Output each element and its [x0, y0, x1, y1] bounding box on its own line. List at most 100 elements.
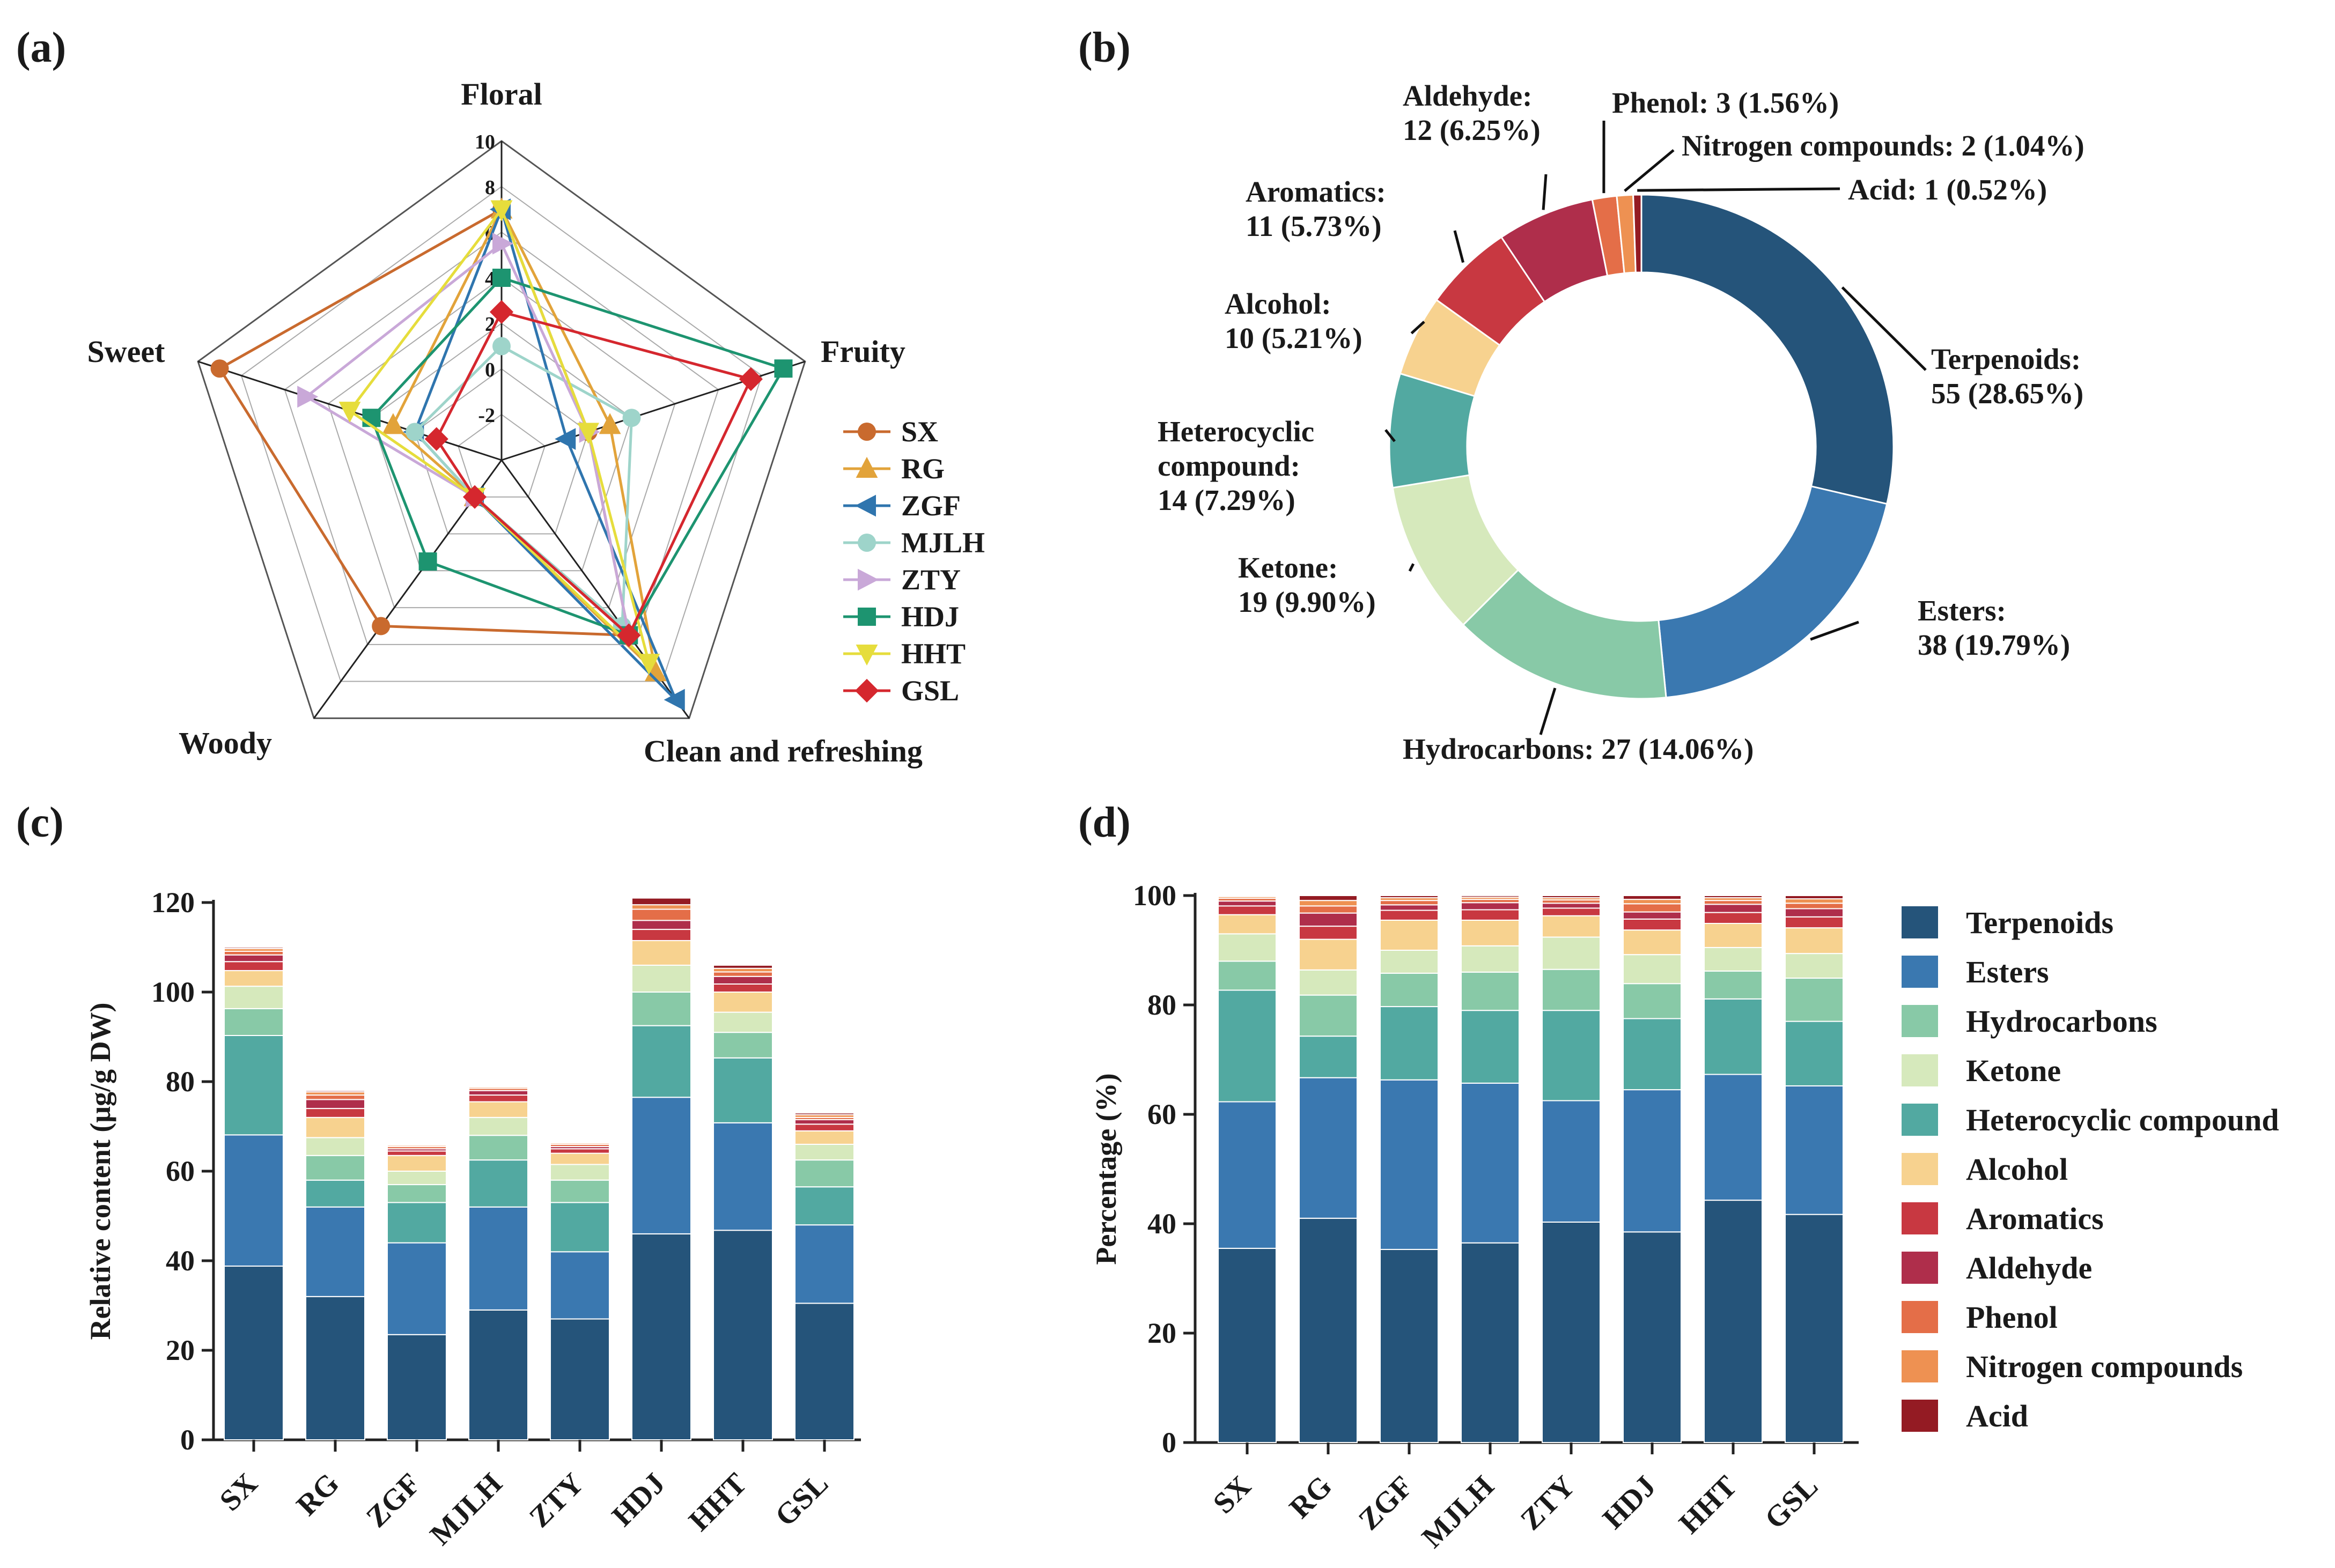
radar-grid-ring	[197, 140, 806, 719]
radar-point-sx	[210, 359, 229, 378]
bar-segment-zgf-alcohol	[387, 1155, 447, 1172]
bar-segment-mjlh-hydrocarbons	[468, 1135, 528, 1161]
radar-tick-label: 8	[485, 176, 495, 199]
donut-value-label-aldehyde: 12 (6.25%)	[1403, 114, 1541, 146]
bar-segment-zgf-terpenoids	[1380, 1248, 1439, 1443]
bar-segment-hht-terpenoids	[713, 1230, 773, 1440]
bar-segment-sx-aldehyde	[224, 954, 284, 963]
radar-series-line-hht	[348, 206, 652, 668]
bar-segment-hdj-heterocyclic-compound	[1623, 1018, 1682, 1091]
bar-segment-rg-aldehyde	[305, 1099, 365, 1110]
x-tick-label-sx: SX	[1207, 1469, 1257, 1520]
bar-segment-zty-acid	[550, 1141, 610, 1144]
radar-point-zgf	[555, 428, 576, 450]
bar-segment-hht-ketone	[713, 1011, 773, 1033]
bar-segment-gsl-aldehyde	[794, 1119, 855, 1125]
legend-swatch-esters	[1902, 956, 1938, 988]
bar-segment-zty-heterocyclic-compound	[550, 1202, 610, 1253]
donut-label-nitrogen-compounds: Nitrogen compounds: 2 (1.04%)	[1682, 129, 2084, 162]
y-tick-label: 40	[1147, 1208, 1176, 1240]
bar-segment-sx-ketone	[224, 986, 284, 1009]
bar-segment-hht-heterocyclic-compound	[1704, 998, 1763, 1075]
bar-segment-hht-aldehyde	[1704, 904, 1763, 913]
radar-point-hht	[638, 654, 660, 675]
bar-segment-mjlh-ketone	[468, 1116, 528, 1136]
radar-point-rg	[644, 660, 667, 682]
radar-grid-ring	[457, 413, 546, 498]
bar-segment-gsl-alcohol	[794, 1130, 855, 1145]
radar-tick-label: 10	[475, 131, 495, 153]
bar-segment-hht-ketone	[1704, 946, 1763, 972]
radar-legend-label-mjlh: MJLH	[901, 527, 985, 559]
bar-segment-zgf-esters	[387, 1242, 447, 1335]
bar-segment-hht-phenol	[1704, 900, 1763, 905]
legend-swatch-phenol	[1902, 1301, 1938, 1333]
x-tick-label-hht: HHT	[682, 1467, 753, 1537]
bar-segment-hht-acid	[1704, 895, 1763, 899]
bar-segment-hdj-acid	[631, 897, 691, 906]
bar-segment-mjlh-aromatics	[468, 1094, 528, 1103]
bar-segment-hht-hydrocarbons	[713, 1032, 773, 1059]
x-tick-label-zty: ZTY	[523, 1467, 590, 1534]
radar-legend-label-sx: SX	[901, 416, 938, 448]
radar-point-zty	[297, 386, 319, 408]
bar-segment-hdj-hydrocarbons	[631, 992, 691, 1026]
donut-slice-acid	[1632, 194, 1642, 273]
radar-axis-label-clean-and-refreshing: Clean and refreshing	[644, 734, 923, 768]
bar-segment-zgf-acid	[387, 1143, 447, 1146]
radar-point-hdj	[418, 552, 437, 571]
bar-segment-zty-alcohol	[1542, 915, 1601, 938]
radar-legend-label-gsl: GSL	[901, 675, 959, 707]
bar-segment-gsl-terpenoids	[1785, 1214, 1844, 1443]
bar-segment-rg-nitrogen-compounds	[1299, 900, 1358, 907]
bar-segment-hdj-ketone	[1623, 954, 1682, 985]
bar-segment-hht-terpenoids	[1704, 1200, 1763, 1443]
donut-leader-line-aromatics	[1453, 230, 1464, 263]
radar-point-hdj	[492, 269, 511, 287]
bar-segment-hdj-ketone	[631, 964, 691, 993]
x-tick-label-mjlh: MJLH	[1416, 1469, 1500, 1554]
radar-axis-label-fruity: Fruity	[821, 334, 905, 369]
bar-segment-hdj-phenol	[1623, 903, 1682, 913]
bar-segment-rg-heterocyclic-compound	[1299, 1036, 1358, 1078]
bar-segment-mjlh-acid	[468, 1085, 528, 1088]
bar-segment-zty-ketone	[550, 1164, 610, 1181]
bar-segment-zty-esters	[1542, 1100, 1601, 1223]
bar-segment-hht-hydrocarbons	[1704, 970, 1763, 1000]
legend-label-aromatics: Aromatics	[1966, 1201, 2104, 1236]
bar-segment-mjlh-terpenoids	[1461, 1242, 1520, 1443]
donut-label-alcohol: Alcohol:	[1225, 287, 1331, 320]
bar-segment-zgf-hydrocarbons	[1380, 972, 1439, 1008]
x-tick-label-gsl: GSL	[769, 1467, 835, 1533]
bar-segment-sx-aromatics	[1218, 905, 1277, 915]
radar-series-line-zgf	[413, 205, 677, 701]
bar-segment-rg-hydrocarbons	[305, 1155, 365, 1181]
bar-segment-hdj-alcohol	[1623, 929, 1682, 956]
bar-segment-gsl-phenol	[1785, 903, 1844, 909]
bar-segment-sx-terpenoids	[224, 1266, 284, 1441]
bar-segment-rg-ketone	[305, 1137, 365, 1156]
y-axis-title: Relative content (μg/g DW)	[84, 1003, 116, 1340]
bar-segment-gsl-esters	[794, 1224, 855, 1304]
bar-segment-hht-alcohol	[713, 992, 773, 1013]
bar-segment-rg-hydrocarbons	[1299, 994, 1358, 1037]
legend-label-hydrocarbons: Hydrocarbons	[1966, 1004, 2157, 1039]
radar-point-hdj	[362, 409, 381, 427]
bar-segment-zgf-heterocyclic-compound	[387, 1202, 447, 1244]
legend-label-heterocyclic-compound: Heterocyclic compound	[1966, 1103, 2279, 1137]
bar-segment-zgf-aldehyde	[1380, 904, 1439, 911]
bar-segment-sx-aromatics	[224, 961, 284, 971]
y-tick-label: 0	[1162, 1426, 1176, 1459]
donut-value-label-ketone: 19 (9.90%)	[1238, 586, 1376, 618]
radar-legend-marker-zgf	[855, 494, 876, 517]
bar-segment-mjlh-esters	[1461, 1082, 1520, 1244]
bar-segment-gsl-heterocyclic-compound	[1785, 1020, 1844, 1086]
radar-grid-ring	[240, 186, 763, 682]
bar-segment-zgf-aromatics	[387, 1150, 447, 1156]
x-tick-label-rg: RG	[290, 1467, 345, 1522]
legend-swatch-hydrocarbons	[1902, 1005, 1938, 1037]
legend-label-nitrogen-compounds: Nitrogen compounds	[1966, 1349, 2243, 1384]
bar-segment-gsl-esters	[1785, 1085, 1844, 1215]
bar-segment-rg-alcohol	[1299, 938, 1358, 971]
